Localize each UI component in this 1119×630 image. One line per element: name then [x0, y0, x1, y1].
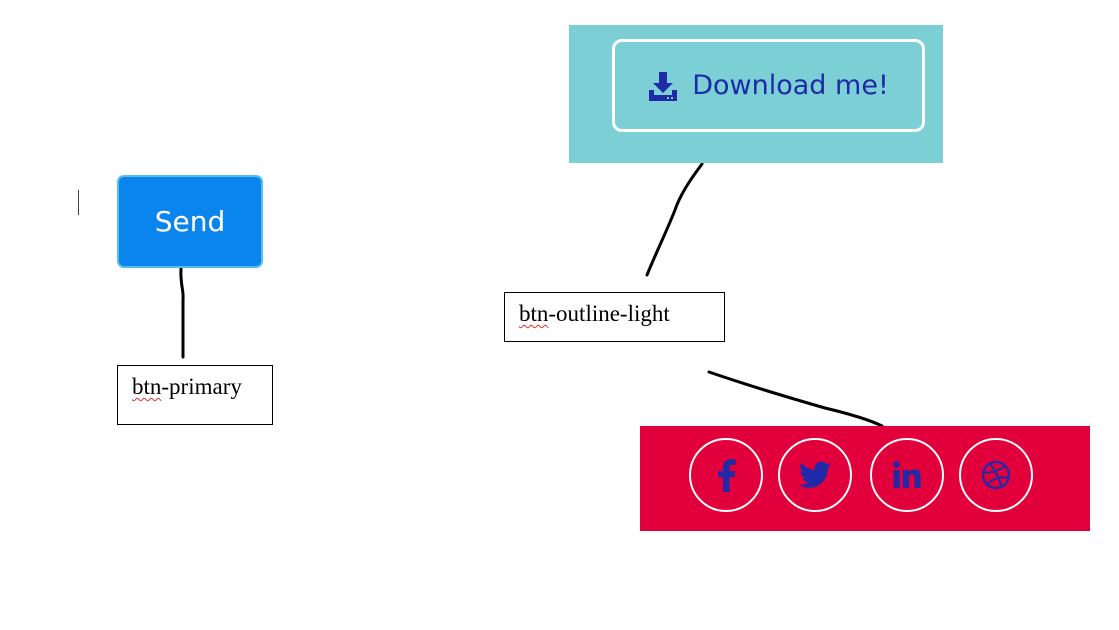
- callout-label-suffix: -outline-light: [548, 301, 670, 326]
- send-button-label: Send: [154, 205, 226, 238]
- dribbble-button[interactable]: [959, 438, 1033, 512]
- send-button[interactable]: Send: [117, 175, 263, 268]
- linkedin-icon: [893, 461, 921, 489]
- download-button[interactable]: Download me!: [612, 39, 925, 132]
- dribbble-icon: [981, 460, 1011, 490]
- callout-label-btn-primary: btn-primary: [117, 365, 273, 425]
- facebook-button[interactable]: [689, 438, 763, 512]
- linkedin-button[interactable]: [870, 438, 944, 512]
- facebook-icon: [714, 458, 738, 492]
- callout-label-prefix: btn: [519, 301, 549, 326]
- download-button-label: Download me!: [692, 70, 889, 101]
- callout-label-prefix: btn: [132, 374, 162, 399]
- social-buttons-panel: [640, 426, 1090, 531]
- callout-label-suffix: -primary: [161, 374, 242, 399]
- download-demo-panel: Download me!: [569, 25, 943, 163]
- connector-send-to-label: [179, 266, 185, 359]
- twitter-button[interactable]: [778, 438, 852, 512]
- download-icon: [648, 71, 678, 101]
- connector-download-to-label: [645, 162, 704, 277]
- connector-label-to-social: [707, 370, 884, 428]
- text-cursor: [78, 190, 79, 215]
- callout-label-btn-outline-light: btn-outline-light: [504, 292, 725, 342]
- twitter-icon: [799, 461, 831, 489]
